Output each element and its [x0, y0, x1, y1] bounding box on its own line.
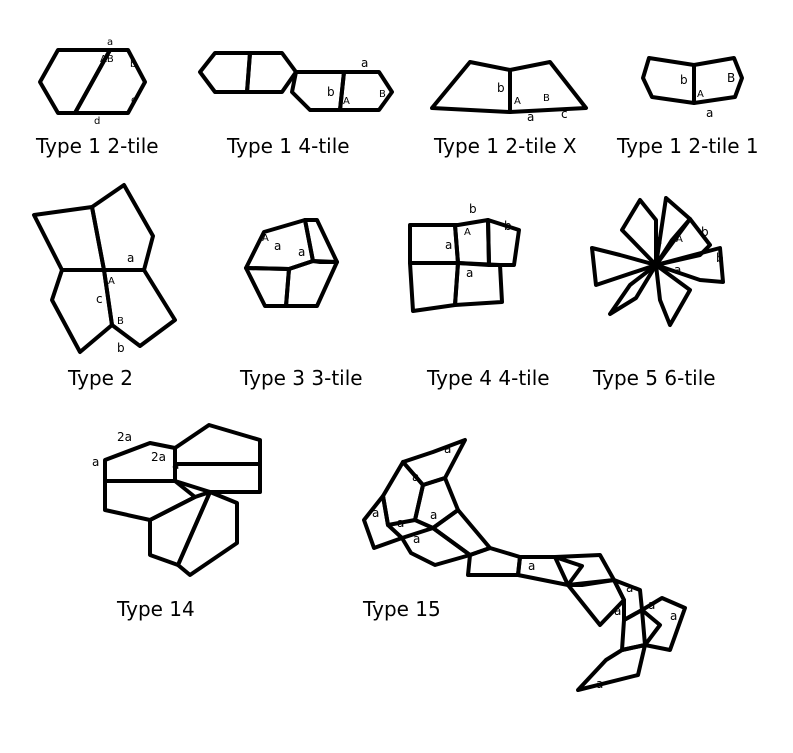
- label-A: A: [262, 233, 269, 244]
- label-c: c: [96, 292, 103, 306]
- label-A: A: [343, 96, 350, 107]
- label-B: B: [117, 316, 124, 327]
- label-c: c: [131, 95, 137, 106]
- label-A: A: [676, 234, 683, 245]
- label-a: a: [596, 677, 603, 691]
- label-b: b: [716, 251, 724, 265]
- label-b: b: [701, 225, 709, 239]
- label-a: a: [444, 442, 451, 456]
- label-B: B: [379, 89, 386, 100]
- label-A: A: [697, 89, 704, 100]
- caption-type5-6tile: Type 5 6-tile: [592, 366, 716, 390]
- label-a: a: [527, 110, 534, 124]
- label-a: a: [107, 37, 113, 48]
- label-d: d: [94, 116, 100, 127]
- label-a: a: [412, 470, 419, 484]
- label-a: a: [361, 56, 368, 70]
- label-AB: AB: [100, 54, 114, 65]
- label-b: b: [327, 85, 335, 99]
- label-a: a: [614, 604, 621, 618]
- label-a: a: [172, 458, 179, 472]
- label-c: c: [561, 107, 568, 121]
- caption-type1-2tile: Type 1 2-tile: [35, 134, 159, 158]
- caption-type15: Type 15: [362, 597, 441, 621]
- label-a: a: [413, 532, 420, 546]
- label-a: a: [648, 598, 655, 612]
- label-b: b: [130, 59, 136, 70]
- caption-type1-2tile-1: Type 1 2-tile 1: [616, 134, 759, 158]
- label-a: a: [430, 508, 437, 522]
- figure-type1-2tile-1: b A B a Type 1 2-tile 1: [616, 56, 759, 158]
- label-a: a: [626, 581, 633, 595]
- label-a: a: [706, 106, 713, 120]
- label-b: b: [504, 219, 512, 233]
- figure-type3-3tile: A a a Type 3 3-tile: [239, 218, 363, 390]
- label-a: a: [397, 516, 404, 530]
- label-a: a: [655, 233, 662, 247]
- figure-type1-2tile: a AB b c d Type 1 2-tile: [35, 37, 159, 158]
- caption-type2: Type 2: [67, 366, 133, 390]
- label-a: a: [298, 245, 305, 259]
- label-a: a: [92, 455, 99, 469]
- label-a: a: [445, 238, 452, 252]
- label-a: a: [372, 506, 379, 520]
- label-a: a: [670, 609, 677, 623]
- label-a: a: [466, 266, 473, 280]
- figure-type5-6tile: a A b b a Type 5 6-tile: [590, 196, 725, 390]
- label-b: b: [469, 202, 477, 216]
- label-a: a: [274, 239, 281, 253]
- label-a: a: [528, 559, 535, 573]
- caption-type1-2tile-x: Type 1 2-tile X: [433, 134, 577, 158]
- label-2a: 2a: [117, 430, 132, 444]
- label-A: A: [108, 276, 115, 287]
- label-b: b: [497, 81, 505, 95]
- caption-type4-4tile: Type 4 4-tile: [426, 366, 550, 390]
- label-B: B: [727, 71, 735, 85]
- figure-type1-2tile-x: b A B a c Type 1 2-tile X: [430, 60, 588, 158]
- figure-type15: a a a a a a a a a a a a Type 15: [362, 438, 687, 692]
- label-A: A: [464, 227, 471, 238]
- label-B: B: [543, 93, 550, 104]
- caption-type3-3tile: Type 3 3-tile: [239, 366, 363, 390]
- label-2a: 2a: [151, 450, 166, 464]
- caption-type1-4tile: Type 1 4-tile: [226, 134, 350, 158]
- label-b: b: [117, 341, 125, 355]
- figure-type4-4tile: a A b b a Type 4 4-tile: [408, 202, 550, 390]
- figure-type14: 2a a 2a a Type 14: [92, 423, 262, 621]
- label-b: b: [680, 73, 688, 87]
- label-a: a: [127, 251, 134, 265]
- label-a: a: [674, 263, 681, 277]
- figure-type2: a A c B b Type 2: [32, 183, 177, 390]
- figure-type1-4tile: a b A B Type 1 4-tile: [198, 51, 394, 158]
- caption-type14: Type 14: [116, 597, 195, 621]
- label-A: A: [514, 96, 521, 107]
